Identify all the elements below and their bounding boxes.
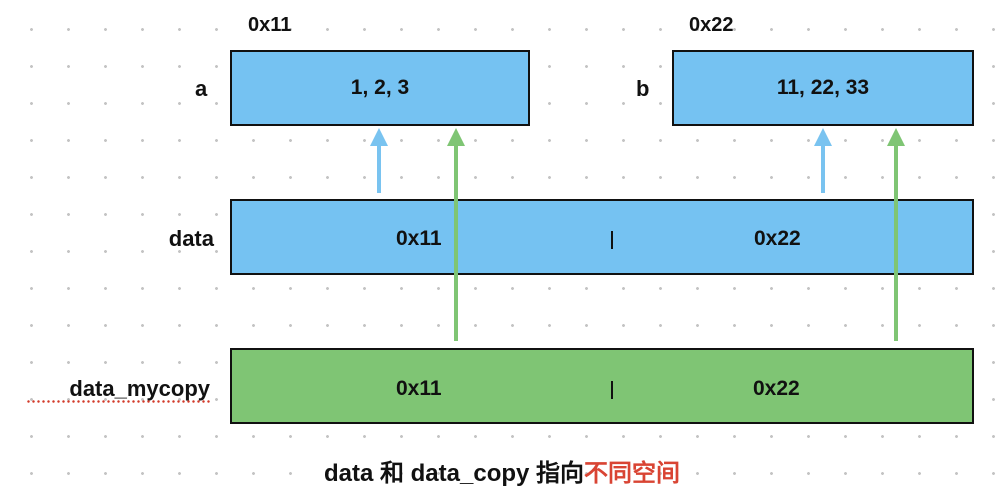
array-b-value: 11, 22, 33 [776,76,870,99]
data-cell-2: 0x22 [754,227,801,250]
mycopy-box: 0x11 0x22 [230,348,974,424]
label-a: a [195,76,208,101]
label-data: data [168,226,214,251]
data-box: 0x11 0x22 [230,199,974,275]
label-b: b [636,76,650,101]
spellcheck-underline [26,400,210,403]
address-b: 0x22 [689,14,734,36]
mycopy-cell-1: 0x11 [396,377,442,400]
data-separator [611,231,613,249]
data-cell-1: 0x11 [396,227,442,250]
mycopy-separator [611,381,613,399]
array-b-box: 11, 22, 33 [672,50,974,126]
array-a-value: 1, 2, 3 [350,76,410,99]
caption-prefix: data 和 data_copy 指向 [323,460,585,487]
blue-arrow-to-b [814,128,832,193]
label-mycopy: data_mycopy [69,376,210,401]
caption: data 和 data_copy 指向不同空间 [0,453,1004,488]
mycopy-cell-2: 0x22 [753,377,800,400]
address-a: 0x11 [248,14,292,36]
array-a-box: 1, 2, 3 [230,50,530,126]
caption-highlight: 不同空间 [584,460,681,487]
blue-arrow-to-a [370,128,388,193]
